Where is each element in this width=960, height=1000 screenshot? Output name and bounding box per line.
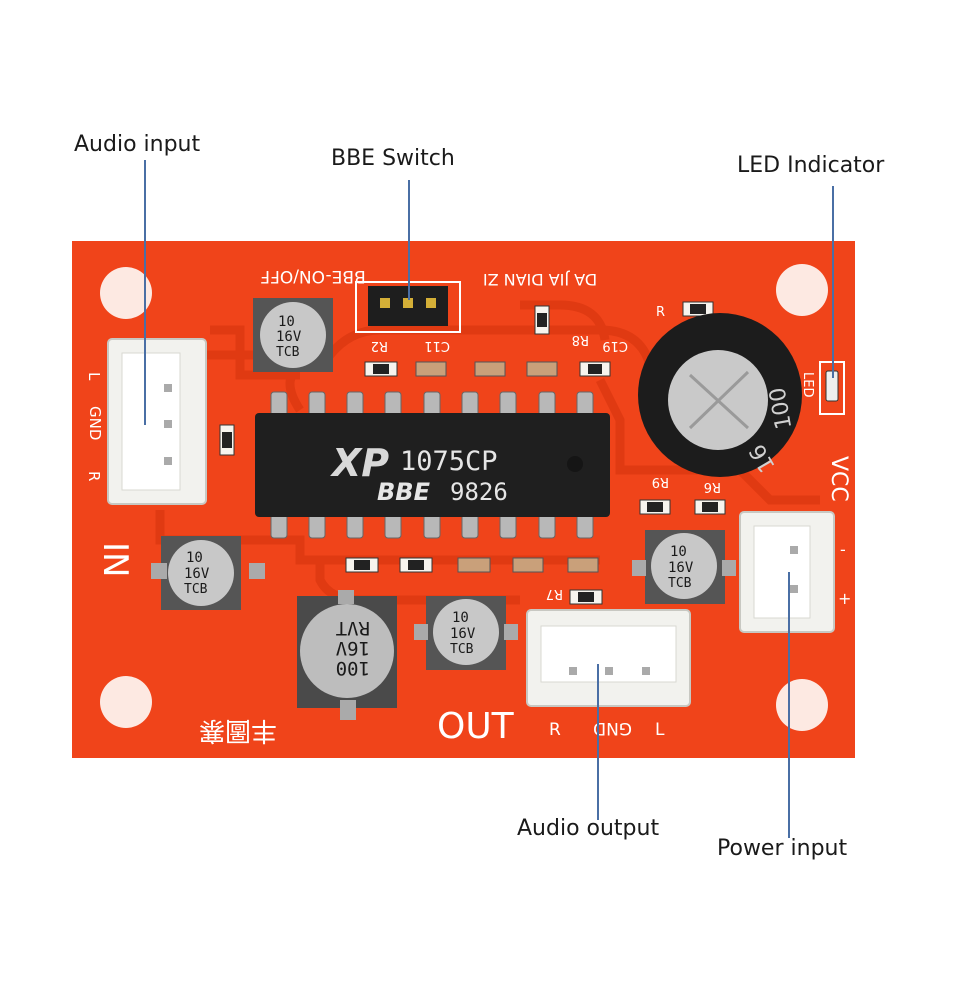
svg-text:16V: 16V	[668, 560, 694, 576]
led-indicator-label: LED Indicator	[737, 153, 885, 178]
smd-capacitor: 10 16V TCB	[632, 530, 736, 604]
smd-row-top	[219, 301, 714, 456]
smd-capacitor: 10 16V TCB	[414, 596, 518, 670]
r8-silk: R8	[572, 332, 589, 347]
ic-chip: XP 1075CP BBE 9826	[255, 391, 610, 539]
out-silk: OUT	[437, 706, 515, 747]
r6-silk: R6	[704, 479, 721, 494]
r-silk: R	[656, 305, 665, 320]
svg-text:16V: 16V	[276, 329, 302, 345]
in-silk: IN	[95, 542, 135, 577]
svg-text:10: 10	[452, 610, 469, 626]
out-gnd-silk: GND	[593, 718, 632, 738]
chip-logo: XP	[330, 441, 389, 485]
out-l-silk: L	[655, 720, 665, 740]
power-input-connector[interactable]	[739, 511, 835, 633]
out-r-silk: R	[549, 720, 561, 740]
svg-text:TCB: TCB	[184, 582, 208, 597]
jumper-pin	[380, 298, 390, 308]
smd-row-bottom	[345, 499, 726, 605]
large-smd-capacitor: 100 16V RVT	[297, 590, 397, 720]
svg-text:TCB: TCB	[668, 576, 692, 591]
jumper-pin	[403, 298, 413, 308]
r2-silk: R2	[371, 338, 388, 353]
bbe-switch-label: BBE Switch	[331, 146, 455, 171]
chinese-mark-silk: 丰圖寨	[199, 715, 277, 745]
minus-silk: -	[840, 540, 846, 559]
audio-output-connector[interactable]	[526, 609, 691, 707]
vcc-silk: VCC	[826, 456, 851, 502]
svg-text:16V: 16V	[450, 626, 476, 642]
electrolytic-capacitor: 100 16	[638, 313, 802, 477]
svg-text:16V: 16V	[184, 566, 210, 582]
c11-silk: C11	[424, 338, 450, 353]
mounting-hole	[776, 264, 828, 316]
audio-input-connector[interactable]	[107, 338, 207, 505]
led-silk: LED	[800, 372, 815, 397]
svg-text:RVT: RVT	[336, 617, 370, 639]
svg-text:10: 10	[186, 550, 203, 566]
c19-silk: C19	[602, 338, 628, 353]
r9-silk: R9	[652, 474, 669, 489]
pcb-traces	[155, 300, 820, 605]
svg-text:100: 100	[336, 657, 370, 679]
smd-capacitor: 10 16V TCB	[151, 536, 265, 610]
chip-batch: 9826	[450, 478, 508, 506]
svg-text:TCB: TCB	[276, 345, 300, 360]
in-r-silk: R	[85, 471, 103, 481]
svg-text:16V: 16V	[336, 637, 370, 659]
power-input-label: Power input	[717, 836, 848, 861]
svg-text:10: 10	[278, 314, 295, 330]
svg-text:10: 10	[670, 544, 687, 560]
svg-text:TCB: TCB	[450, 642, 474, 657]
jumper-pin	[426, 298, 436, 308]
smd-capacitor: 10 16V TCB	[253, 298, 333, 372]
plus-silk: +	[838, 589, 851, 608]
audio-input-label: Audio input	[74, 132, 201, 157]
bbe-onoff-silk: BBE-ON/OFF	[260, 266, 365, 286]
mounting-hole	[100, 676, 152, 728]
maker-silk: DA JIA DIAN ZI	[483, 270, 597, 289]
chip-brand: BBE	[377, 478, 431, 506]
in-l-silk: L	[85, 372, 103, 381]
chip-model: 1075CP	[400, 446, 498, 477]
r7-silk: R7	[546, 586, 563, 601]
audio-output-label: Audio output	[517, 816, 660, 841]
mounting-hole	[100, 267, 152, 319]
mounting-hole	[776, 679, 828, 731]
in-gnd-silk: GND	[86, 406, 104, 440]
